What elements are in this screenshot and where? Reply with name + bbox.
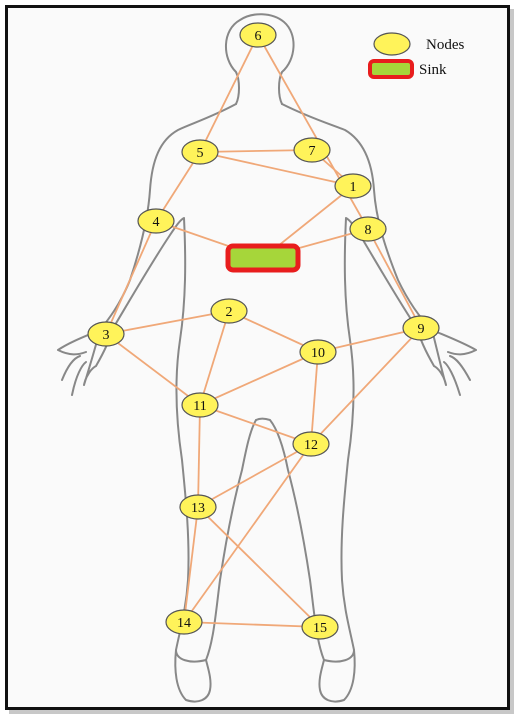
node-2: 2 bbox=[211, 299, 247, 323]
node-4: 4 bbox=[138, 209, 174, 233]
node-7: 7 bbox=[294, 138, 330, 162]
node-1-label: 1 bbox=[350, 180, 357, 195]
link-11-12 bbox=[200, 405, 311, 444]
node-9: 9 bbox=[403, 316, 439, 340]
node-3-label: 3 bbox=[103, 328, 110, 343]
node-14-label: 14 bbox=[177, 616, 191, 631]
link-10-12 bbox=[311, 352, 318, 444]
sink bbox=[228, 246, 298, 270]
node-9-label: 9 bbox=[418, 322, 425, 337]
node-13-label: 13 bbox=[191, 501, 205, 516]
legend-sink-label: Sink bbox=[419, 62, 447, 78]
sink-rect bbox=[228, 246, 298, 270]
node-6-label: 6 bbox=[255, 29, 262, 44]
node-15: 15 bbox=[302, 615, 338, 639]
node-5: 5 bbox=[182, 140, 218, 164]
node-1: 1 bbox=[335, 174, 371, 198]
body-outline bbox=[58, 14, 476, 701]
links-layer bbox=[106, 35, 421, 627]
link-14-15 bbox=[184, 622, 320, 627]
link-2-11 bbox=[200, 311, 229, 405]
link-12-14 bbox=[184, 444, 311, 622]
link-3-2 bbox=[106, 311, 229, 334]
node-15-label: 15 bbox=[313, 621, 327, 636]
node-13: 13 bbox=[180, 495, 216, 519]
node-11: 11 bbox=[182, 393, 218, 417]
link-5-1 bbox=[200, 152, 353, 186]
left-torso-outline bbox=[112, 218, 256, 662]
node-10-label: 10 bbox=[311, 346, 325, 361]
node-10: 10 bbox=[300, 340, 336, 364]
legend-node-symbol bbox=[374, 33, 410, 55]
node-5-label: 5 bbox=[197, 146, 204, 161]
link-3-11 bbox=[106, 334, 200, 405]
link-6-8 bbox=[258, 35, 368, 229]
node-8-label: 8 bbox=[365, 223, 372, 238]
node-2-label: 2 bbox=[226, 305, 233, 320]
node-12-label: 12 bbox=[304, 438, 318, 453]
link-6-5 bbox=[200, 35, 258, 152]
node-7-label: 7 bbox=[309, 144, 316, 159]
node-14: 14 bbox=[166, 610, 202, 634]
right-torso-outline bbox=[256, 218, 418, 662]
link-10-11 bbox=[200, 352, 318, 405]
legend-nodes-label: Nodes bbox=[426, 37, 464, 53]
node-12: 12 bbox=[293, 432, 329, 456]
link-8-9 bbox=[368, 229, 421, 328]
node-6: 6 bbox=[240, 23, 276, 47]
node-3: 3 bbox=[88, 322, 124, 346]
node-8: 8 bbox=[350, 217, 386, 241]
node-11-label: 11 bbox=[193, 399, 206, 414]
legend: Nodes Sink bbox=[370, 33, 464, 78]
node-4-label: 4 bbox=[153, 215, 160, 230]
link-11-13 bbox=[198, 405, 200, 507]
legend-sink-symbol bbox=[370, 61, 412, 77]
link-4-3 bbox=[106, 221, 156, 334]
